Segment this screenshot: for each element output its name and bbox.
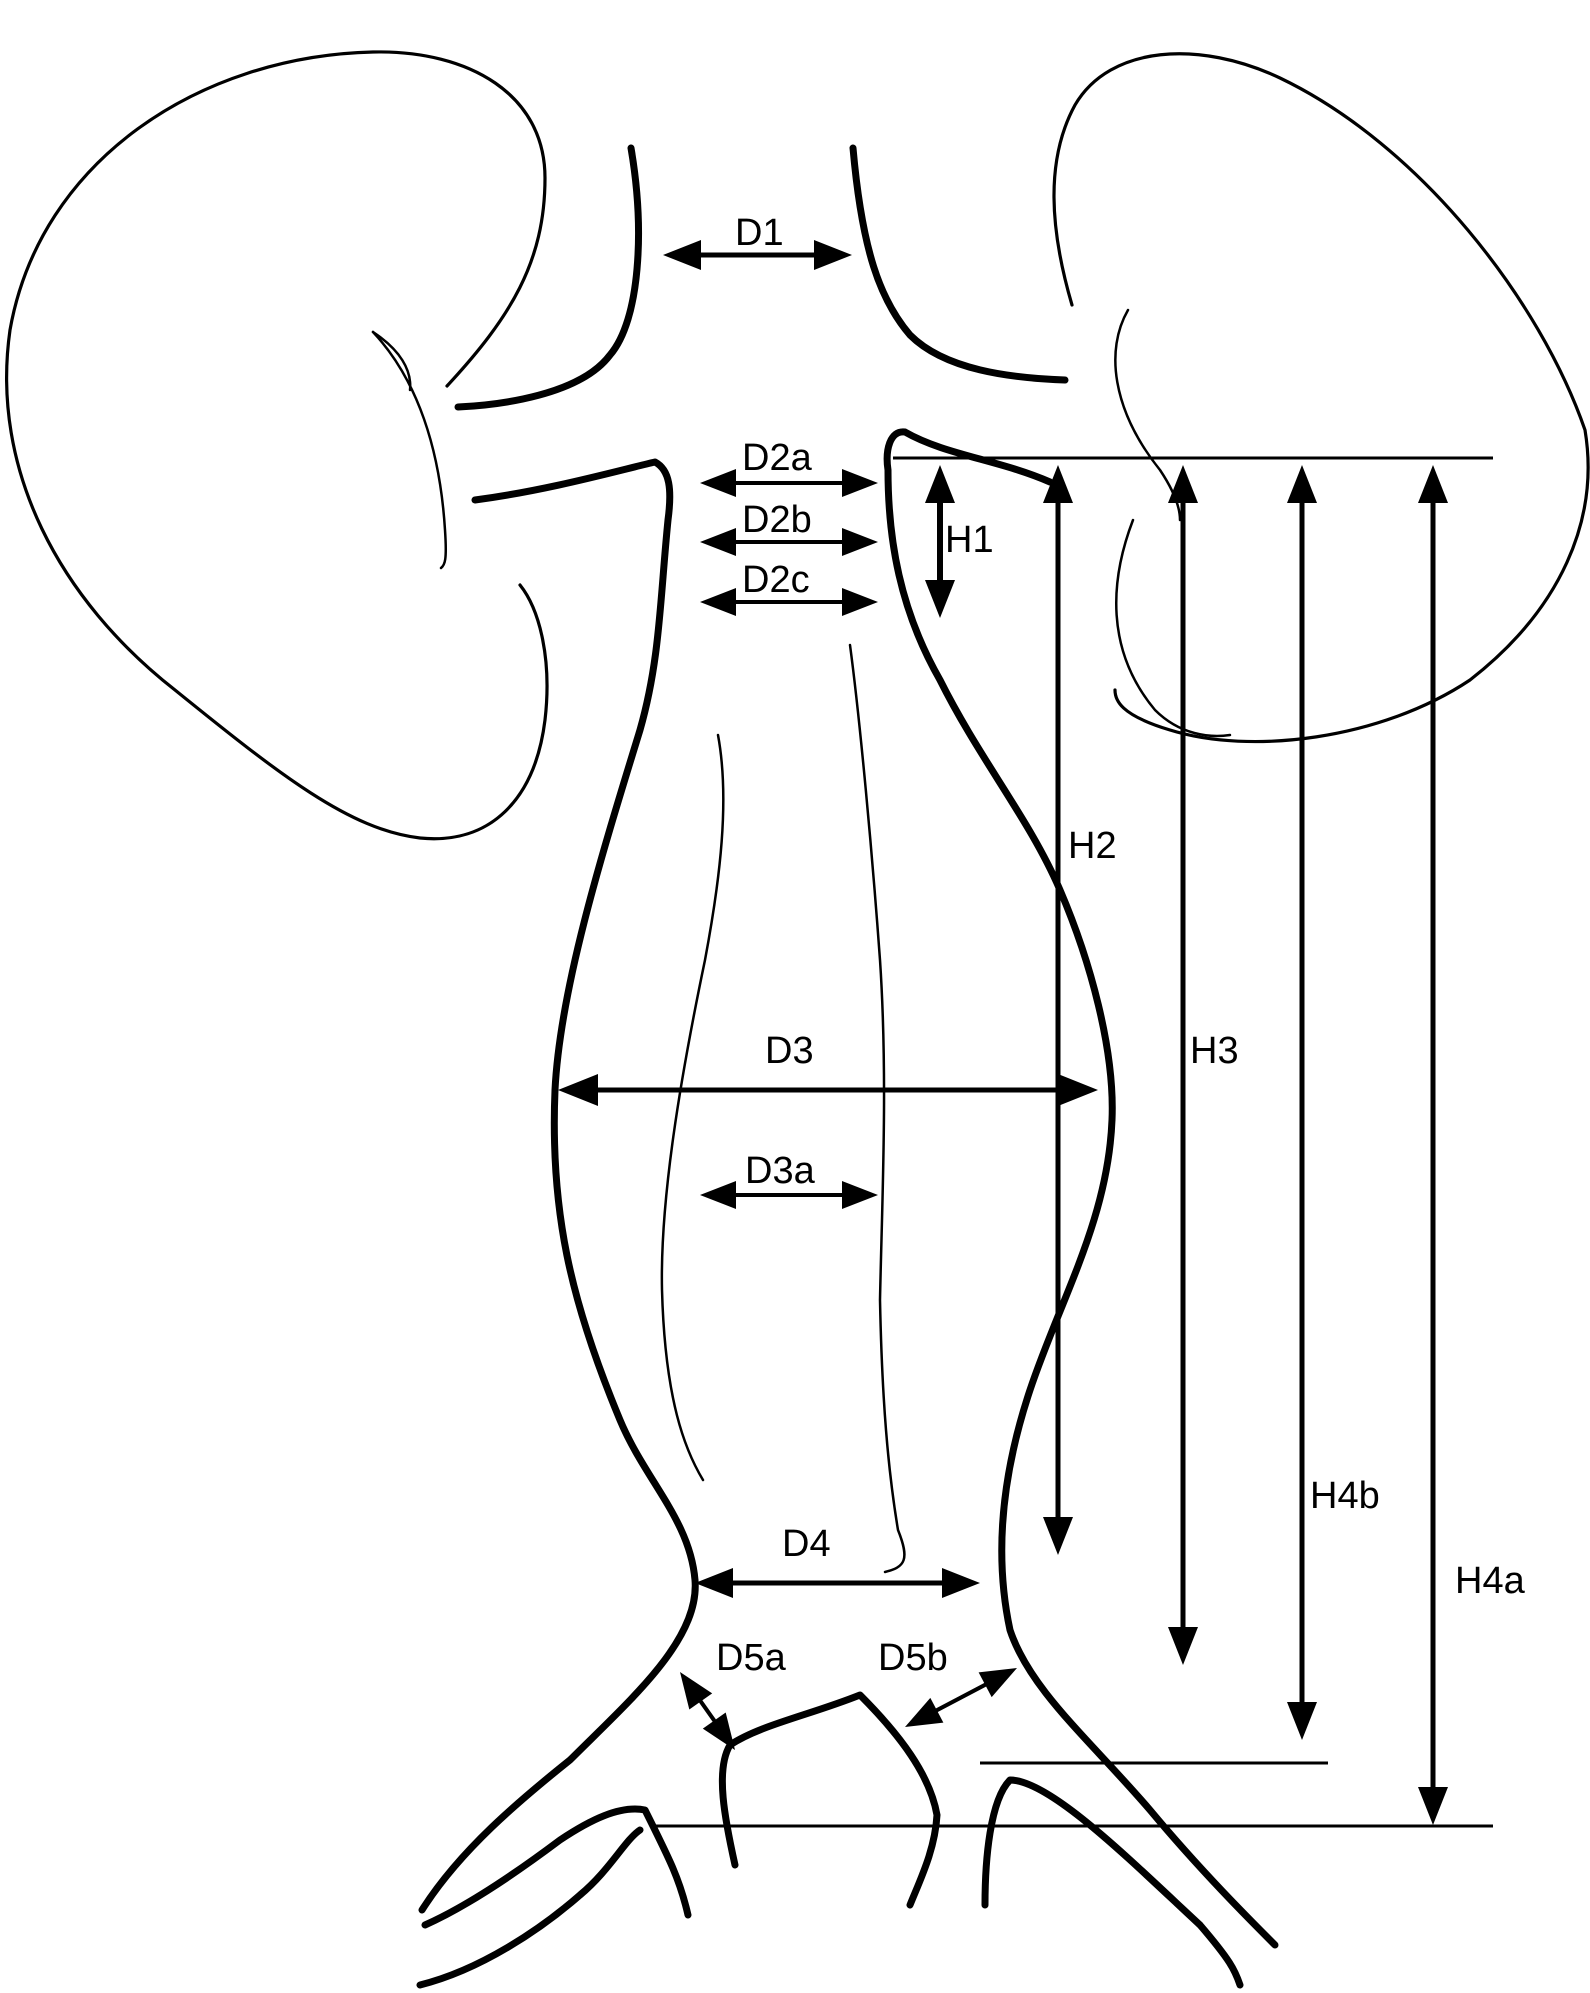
aortic-lumen [660,643,906,1574]
arrow-h4a-head-end [1418,1787,1448,1825]
arrow-d2c-head-start [700,588,736,616]
label-h2: H2 [1068,825,1117,867]
right-kidney-hilum-lower [1115,518,1232,738]
left-kidney [5,50,549,841]
arrow-d2c-head-end [842,588,878,616]
label-d3a: D3a [745,1150,816,1192]
arrow-d4 [695,1568,980,1598]
arrow-d3-head-start [558,1074,598,1106]
arrow-d5a-head-end [702,1712,735,1750]
reference-lines [650,456,1493,1828]
arrow-d5a [680,1672,735,1750]
arrow-h1-head-start [925,465,955,503]
aorta-left-wall [418,458,699,1914]
aorta-right-wall [883,428,1279,1949]
dimension-labels: D1 D2a D2b D2c H1 H2 D3 H3 D3a H4b D4 H4… [716,212,1526,1679]
arrow-d5b-head-start [905,1697,944,1727]
arrow-d1-head-end [814,240,852,270]
right-iliac-inner [981,1776,1244,1989]
label-d4: D4 [782,1523,831,1565]
arrow-h2 [1043,465,1073,1555]
ivc-right-wall [849,144,1069,384]
label-h3: H3 [1190,1030,1239,1072]
label-d3: D3 [765,1030,814,1072]
label-d2a: D2a [742,437,813,479]
arrow-d1-head-start [663,240,701,270]
label-h4a: H4a [1455,1560,1526,1602]
arrow-d5b-head-end [978,1668,1017,1698]
arrow-d3 [558,1074,1098,1106]
arrow-d4-head-end [942,1568,980,1598]
arrow-h3-head-end [1168,1627,1198,1665]
left-kidney-hilum-inner [371,330,448,570]
lumen-left-line [660,733,725,1482]
arrow-d2b-head-start [700,528,736,556]
lumen-right-line [848,643,906,1574]
arrow-h4b-head-end [1287,1702,1317,1740]
arrow-d5b [905,1668,1017,1727]
label-d5a: D5a [716,1637,787,1679]
arrow-d5a-head-start [680,1672,713,1710]
arrow-d2b-head-end [842,528,878,556]
arrow-h2-head-start [1043,465,1073,503]
ivc-left-wall [454,144,642,411]
arrow-d3a [700,1181,878,1209]
arrow-d3-head-end [1058,1074,1098,1106]
renal-veins [454,144,1069,411]
label-d5b: D5b [878,1637,948,1679]
arrow-d2a-head-end [842,469,878,497]
arrow-d2b [700,528,878,556]
label-d1: D1 [735,212,784,254]
arrow-d4-head-start [695,1568,733,1598]
label-d2b: D2b [742,499,812,541]
arrow-h3 [1168,465,1198,1665]
arrow-h4a-head-start [1418,465,1448,503]
left-iliac-outer [421,1805,692,1929]
arrow-h4b [1287,465,1317,1740]
arrow-d3a-head-end [842,1181,878,1209]
left-kidney-outline [5,50,549,841]
right-kidney-hilum-upper [1114,308,1182,522]
left-iliac-inner [416,1826,644,1989]
dimension-arrows [558,240,1448,1825]
right-kidney [1052,52,1590,744]
left-kidney-hilum-upper [371,330,412,392]
arrow-d2a-head-start [700,469,736,497]
arrow-h3-head-start [1168,465,1198,503]
right-kidney-outline [1052,52,1590,744]
arrow-h1 [925,465,955,618]
arrow-h2-head-end [1043,1517,1073,1555]
arrow-d3a-head-start [700,1181,736,1209]
iliac-bifurcation [718,1691,941,1909]
label-d2c: D2c [742,559,810,601]
label-h4b: H4b [1310,1475,1380,1517]
arrow-h4b-head-start [1287,465,1317,503]
arrow-d2a [700,469,878,497]
arrow-d5b-shaft [929,1679,993,1716]
arrow-h4a [1418,465,1448,1825]
aorta [416,428,1279,1989]
arrow-h1-head-end [925,580,955,618]
arrow-d2c [700,588,878,616]
arrow-d1 [663,240,852,270]
label-h1: H1 [945,519,994,561]
